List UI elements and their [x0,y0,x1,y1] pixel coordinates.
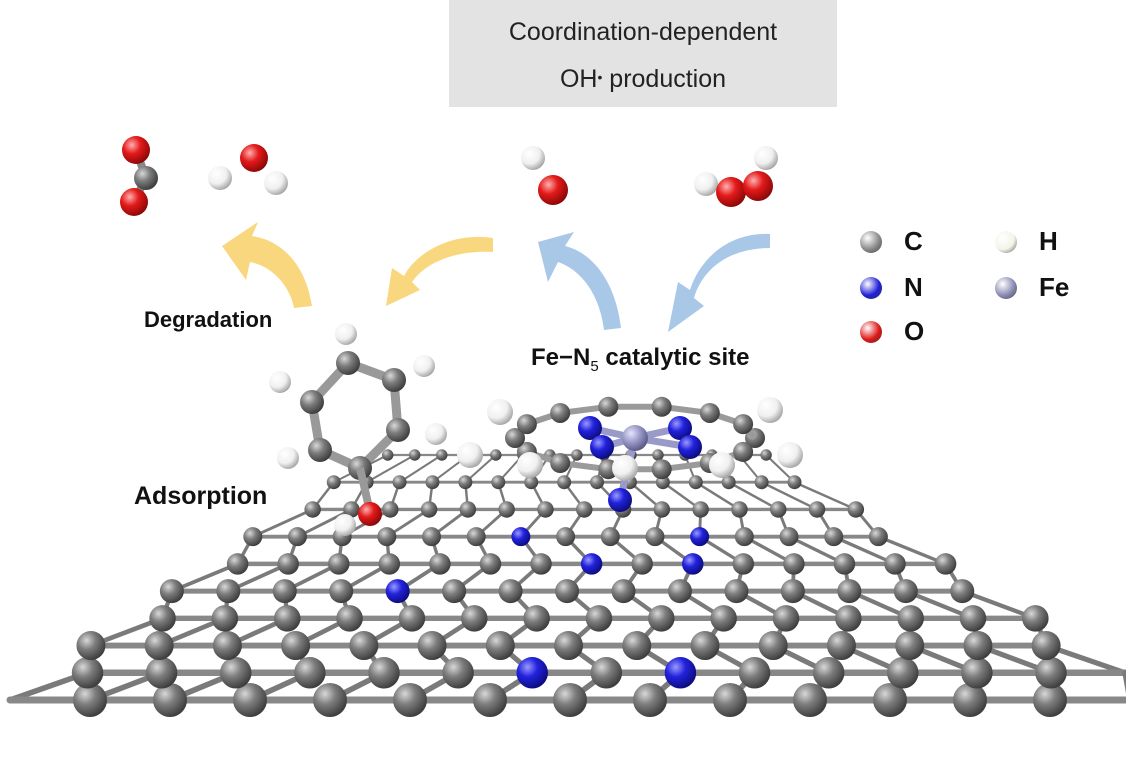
legend-carbon: C [860,226,923,257]
degradation-arrow-left [222,222,312,308]
arrows [222,222,770,332]
legend-hydrogen: H [995,226,1058,257]
adsorption-label: Adsorption [134,482,268,510]
hydrogen-atom-icon [995,230,1017,253]
degradation-label: Degradation [144,307,273,332]
production-arrow-right [668,233,770,332]
legend-iron: Fe [995,272,1069,303]
oxygen-atom-icon [860,320,882,343]
nitrogen-atom-icon [860,276,882,299]
title-line-2: OH• production [559,65,727,93]
degradation-arrow-right [386,236,493,306]
carbon-atom-icon [860,230,882,253]
title-line-1: Coordination-dependent [508,18,778,46]
production-arrow-left [538,232,621,330]
catalytic-site-label: Fe−N5 catalytic site [531,344,750,375]
title-box: Coordination-dependent OH• production [449,0,837,107]
legend-oxygen: O [860,316,924,347]
molecules [120,136,803,536]
legend-nitrogen: N [860,272,923,303]
graphene-lattice [6,449,1126,717]
iron-atom-icon [995,276,1017,299]
